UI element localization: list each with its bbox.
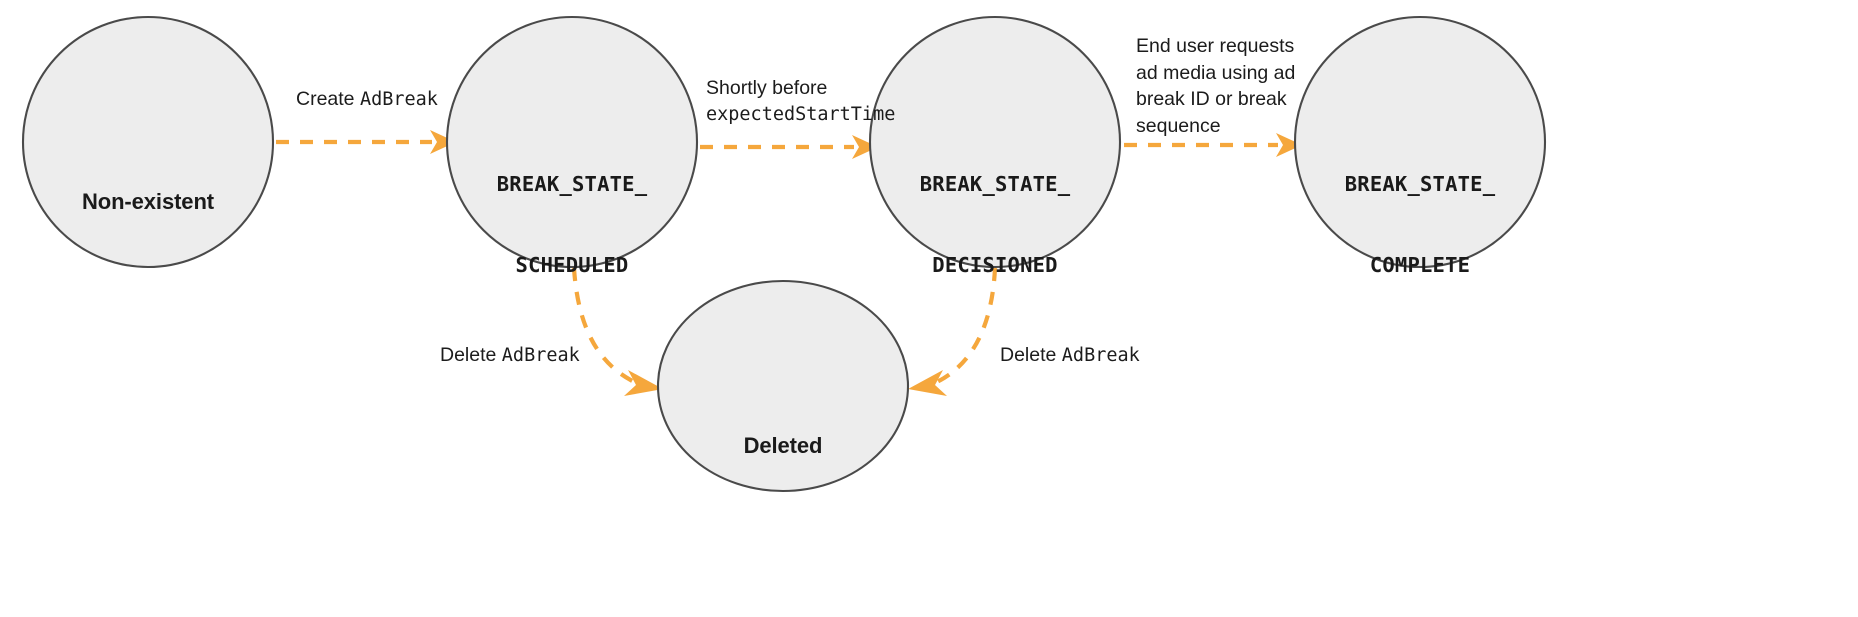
edge-delete-adbreak-from-decisioned	[908, 267, 998, 396]
state-node-deleted[interactable]	[656, 279, 910, 493]
state-node-break-state-decisioned[interactable]	[868, 15, 1122, 269]
state-node-break-state-complete[interactable]	[1293, 15, 1547, 269]
edge-create-adbreak	[276, 130, 456, 154]
state-node-break-state-scheduled[interactable]	[445, 15, 699, 269]
edge-shortly-before-expected-start-time	[700, 135, 878, 159]
edge-end-user-requests-ad-media	[1124, 133, 1302, 157]
edge-delete-adbreak-from-scheduled	[571, 267, 663, 396]
state-node-non-existent[interactable]	[21, 15, 275, 269]
